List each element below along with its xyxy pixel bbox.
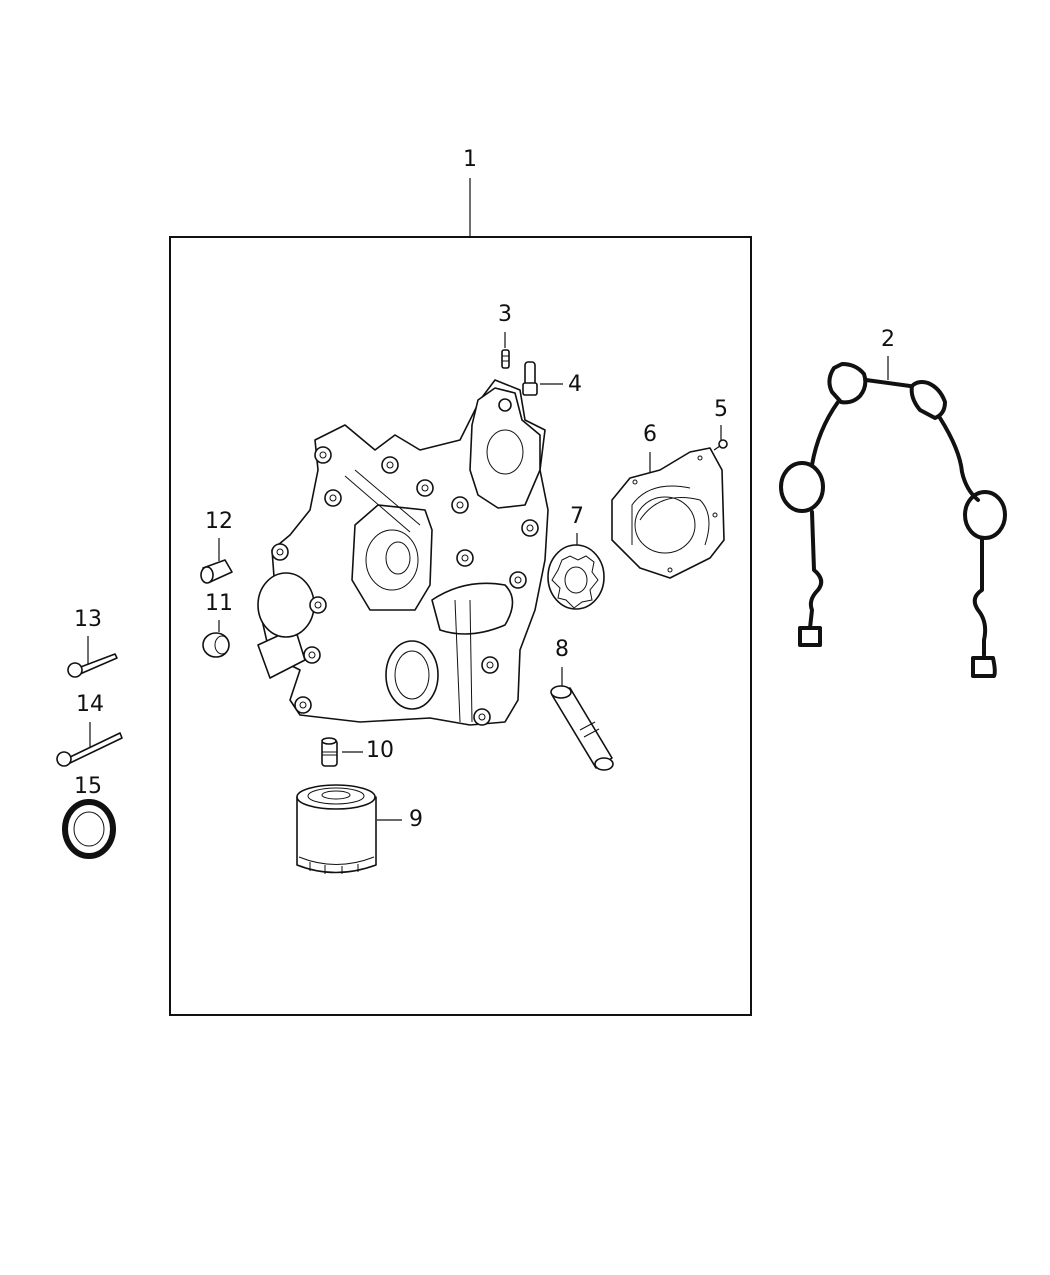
assembly-group-box [169,236,752,1016]
bolt-14-drawing [56,732,123,767]
leader-lines [87,178,889,821]
callout-13[interactable]: 13 [74,607,102,632]
filter-adapter-drawing [321,737,338,767]
callout-12[interactable]: 12 [205,509,233,534]
callout-2[interactable]: 2 [881,327,895,352]
crankshaft-seal-drawing [62,799,116,859]
oil-pump-cover-drawing [611,447,725,579]
callout-15[interactable]: 15 [74,774,102,799]
callout-8[interactable]: 8 [555,637,569,662]
gasket-drawing [779,362,1007,678]
callout-6[interactable]: 6 [643,422,657,447]
callout-1[interactable]: 1 [463,147,477,172]
oil-filter-drawing [296,784,377,874]
plug-drawing [202,632,230,658]
callout-5[interactable]: 5 [714,397,728,422]
screw-drawing [713,439,728,451]
tube-drawing [550,685,614,771]
fitting-12-drawing [200,559,233,584]
callout-9[interactable]: 9 [409,807,423,832]
oil-pump-rotor-drawing [547,544,605,610]
fitting-drawing [522,361,538,396]
callout-3[interactable]: 3 [498,302,512,327]
bolt-13-drawing [67,653,118,678]
callout-14[interactable]: 14 [76,692,104,717]
callout-4[interactable]: 4 [568,372,582,397]
bleed-screw-drawing [501,349,510,369]
callout-7[interactable]: 7 [570,504,584,529]
timing-cover-drawing [257,379,549,726]
callout-11[interactable]: 11 [205,591,233,616]
callout-10[interactable]: 10 [366,738,394,763]
